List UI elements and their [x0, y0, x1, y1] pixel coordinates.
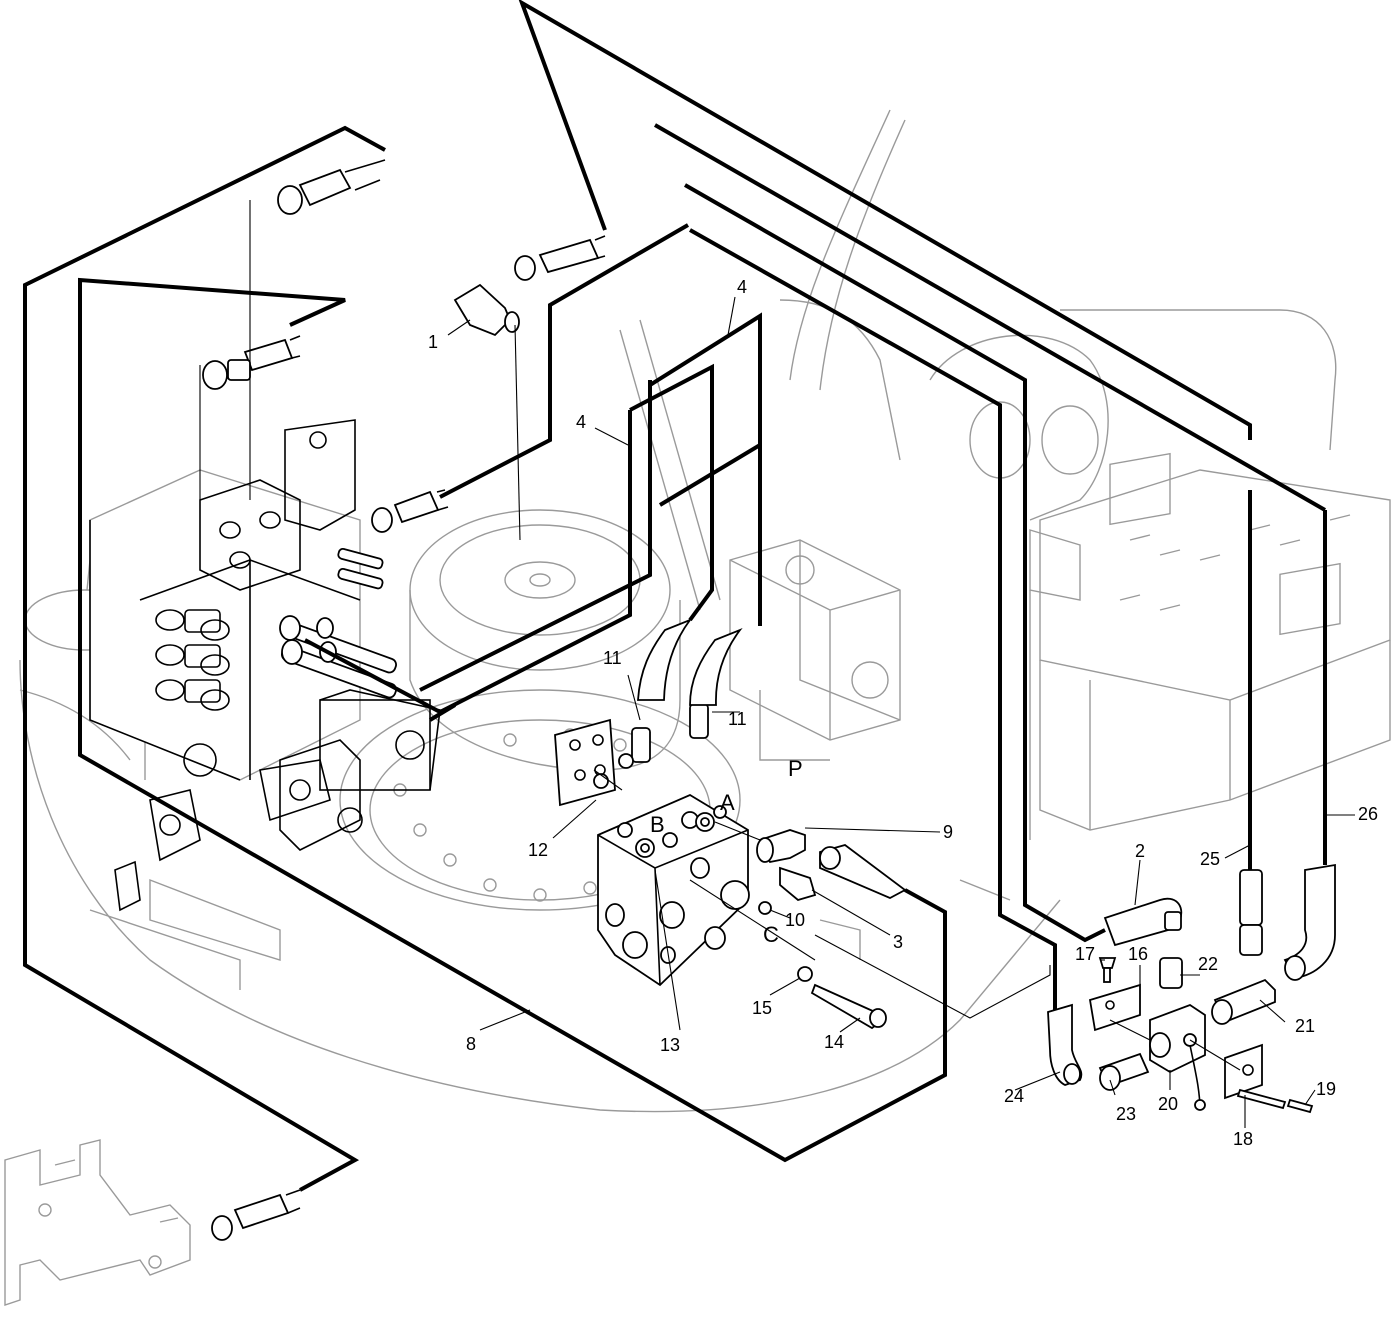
- port-label-b: B: [650, 812, 665, 837]
- port-label-p: P: [788, 756, 803, 781]
- callout-18: 18: [1233, 1129, 1253, 1149]
- hose-4a: [439, 223, 690, 499]
- hose-manifold-left: [428, 703, 457, 722]
- callout-12: 12: [528, 840, 548, 860]
- callout-labels: 1 2 3 4 4 8 9 10 11 11 12 13 14 15 16 17…: [428, 277, 1378, 1149]
- hose-24: [689, 228, 1057, 1010]
- fittings-manifold: [593, 617, 907, 1030]
- port-labels: A B P C: [650, 756, 803, 947]
- callout-9: 9: [943, 822, 953, 842]
- callout-25: 25: [1200, 849, 1220, 869]
- callout-17: 17: [1075, 944, 1095, 964]
- background-machine: [19, 109, 1391, 1113]
- callout-4-upper: 4: [737, 277, 747, 297]
- callout-2: 2: [1135, 841, 1145, 861]
- hose-lines: [23, 0, 1327, 1192]
- port-label-c: C: [763, 922, 779, 947]
- hose-4c: [629, 363, 714, 622]
- manifold-block: [554, 718, 750, 987]
- callout-1: 1: [428, 332, 438, 352]
- mounting-bracket: [4, 1139, 191, 1306]
- callout-24: 24: [1004, 1086, 1024, 1106]
- hose-8-return: [78, 277, 947, 1163]
- control-valve-bank: [89, 419, 441, 912]
- callout-8: 8: [466, 1034, 476, 1054]
- callout-14: 14: [824, 1032, 844, 1052]
- callout-23: 23: [1116, 1104, 1136, 1124]
- callout-21: 21: [1295, 1016, 1315, 1036]
- callout-20: 20: [1158, 1094, 1178, 1114]
- callout-11-right: 11: [728, 709, 747, 729]
- hose-fittings-top: [202, 159, 606, 1241]
- hose-26-top: [654, 123, 1326, 512]
- hose-2: [684, 183, 1106, 943]
- callout-22: 22: [1198, 954, 1218, 974]
- callout-19: 19: [1316, 1079, 1336, 1099]
- right-fittings-group: [1047, 863, 1336, 1114]
- callout-11-left: 11: [603, 648, 622, 668]
- callout-13: 13: [660, 1035, 680, 1055]
- callout-26: 26: [1358, 804, 1378, 824]
- callout-15: 15: [752, 998, 772, 1018]
- callout-3: 3: [893, 932, 903, 952]
- leader-lines: [199, 200, 1355, 1128]
- callout-4-lower: 4: [576, 412, 586, 432]
- hose-25: [518, 0, 1252, 440]
- port-label-a: A: [720, 790, 735, 815]
- hose-8: [23, 125, 386, 1192]
- callout-16: 16: [1128, 944, 1148, 964]
- hose-4e: [304, 410, 632, 715]
- hose-4d: [419, 380, 652, 692]
- callout-10: 10: [785, 910, 805, 930]
